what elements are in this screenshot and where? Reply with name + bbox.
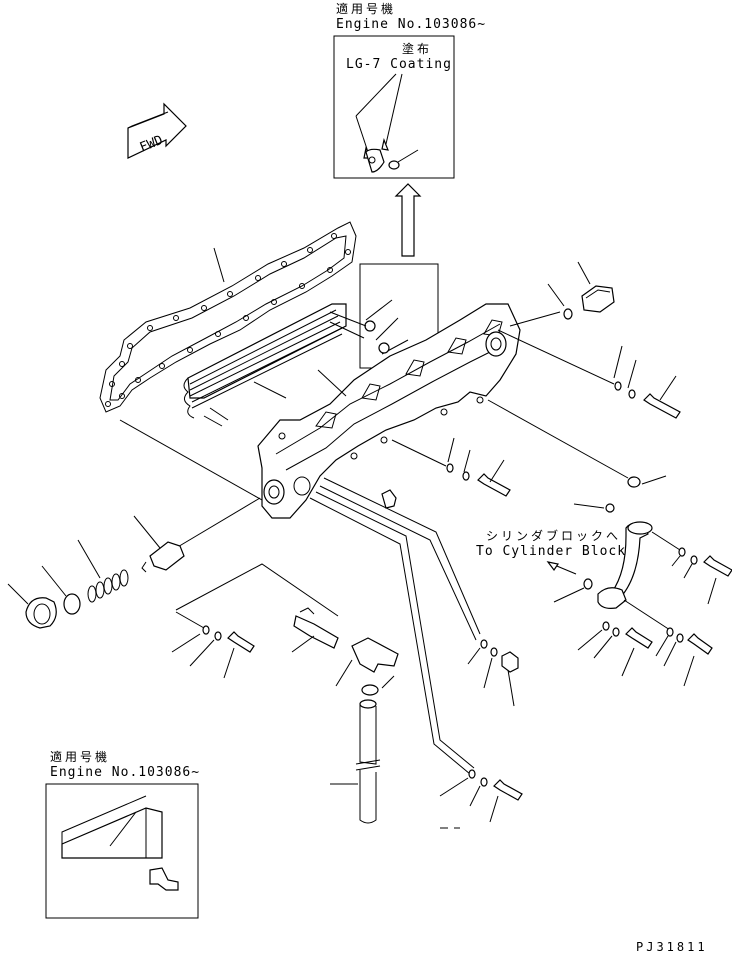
bolt-group-middle — [391, 437, 511, 497]
bolt-group-right-upper — [497, 329, 681, 419]
top-inset-title-en: Engine No.103086~ — [336, 17, 487, 32]
leader-line — [509, 311, 561, 327]
drawing-code: PJ31811 — [636, 940, 708, 954]
o-ring-cylinder — [583, 578, 593, 590]
gasket-holes — [105, 233, 351, 407]
cooler-gasket — [99, 221, 357, 413]
detail-frame-parts — [364, 299, 409, 355]
tee-fitting — [335, 637, 399, 696]
top-inset-box — [333, 35, 455, 179]
nut-group — [467, 639, 519, 707]
leader-line — [487, 399, 629, 479]
o-ring-detail — [388, 160, 400, 170]
sensor-detail — [61, 807, 163, 859]
top-inset-title-jp: 適用号機 — [336, 2, 397, 16]
oil-pressure-sensor — [291, 607, 339, 653]
oil-tubes — [309, 477, 481, 775]
fwd-arrow-icon: FWD — [127, 102, 187, 159]
detail-up-arrow — [394, 183, 422, 257]
o-ring-right — [627, 476, 641, 488]
coating-label-en: LG-7 Coating — [346, 57, 452, 72]
cylinder-label-jp: シリンダブロックへ — [486, 529, 622, 543]
bottom-inset-title-en: Engine No.103086~ — [50, 765, 201, 780]
bottom-inset-title-jp: 適用号機 — [50, 750, 111, 764]
bolt-group-left-lower — [171, 563, 339, 679]
small-bracket — [381, 489, 397, 509]
leader-line — [317, 369, 347, 397]
coating-label-jp: 塗布 — [402, 42, 433, 56]
bottom-inset-box — [45, 783, 199, 919]
arrow-head-icon — [546, 561, 559, 572]
leader-line — [119, 419, 263, 501]
o-ring-left — [63, 593, 81, 615]
connecting-tube — [330, 699, 381, 824]
valve-spring-icon — [87, 569, 129, 603]
leader-line — [573, 503, 605, 509]
leader-line — [253, 381, 287, 399]
o-ring-small — [605, 503, 615, 513]
leader-line — [553, 587, 585, 603]
leader-line — [213, 247, 225, 283]
cylinder-label-en: To Cylinder Block — [476, 544, 627, 559]
cover-port — [263, 479, 285, 505]
leader-line — [651, 531, 681, 551]
oil-cooler-element — [183, 303, 367, 427]
bolt-group-elbow — [577, 547, 732, 687]
relief-valve-assembly — [7, 497, 261, 629]
plug-upper — [547, 261, 615, 320]
leader-line — [641, 475, 667, 485]
arrow-head-icon — [381, 137, 389, 151]
elbow-pipe — [597, 521, 653, 609]
bolt-group-lower — [439, 769, 523, 829]
